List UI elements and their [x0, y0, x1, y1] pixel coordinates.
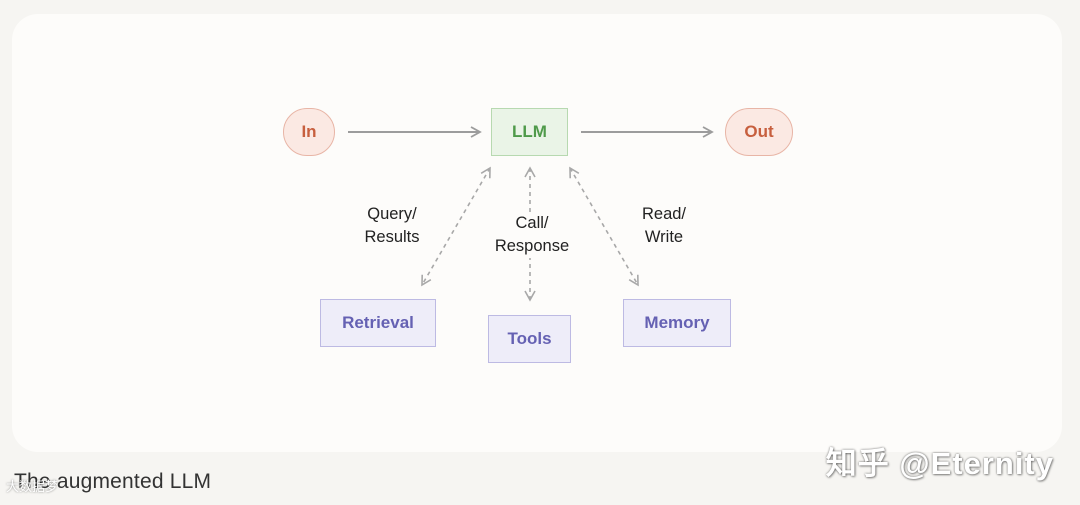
edge-label-read-write: Read/ Write — [630, 203, 698, 249]
node-memory: Memory — [623, 299, 731, 347]
watermark-small: 大数据梦 — [6, 479, 59, 494]
figure-caption: The augmented LLM — [14, 470, 212, 493]
node-out: Out — [725, 108, 793, 156]
node-tools: Tools — [488, 315, 571, 363]
edge-label-call-response: Call/ Response — [484, 212, 580, 258]
edge-label-line: Call/ — [515, 214, 549, 232]
edge-label-line: Write — [644, 228, 684, 246]
edge-label-line: Query/ — [367, 205, 417, 223]
edge-label-query-results: Query/ Results — [352, 203, 432, 249]
edge-llm-memory — [569, 166, 639, 287]
edge-llm-retrieval — [421, 166, 491, 287]
edge-label-line: Read/ — [641, 205, 687, 223]
watermark: 知乎 @Eternity — [825, 446, 1054, 481]
edge-label-line: Results — [364, 228, 420, 246]
node-retrieval: Retrieval — [320, 299, 436, 347]
node-llm: LLM — [491, 108, 568, 156]
node-in: In — [283, 108, 335, 156]
edge-label-line: Response — [494, 237, 570, 255]
